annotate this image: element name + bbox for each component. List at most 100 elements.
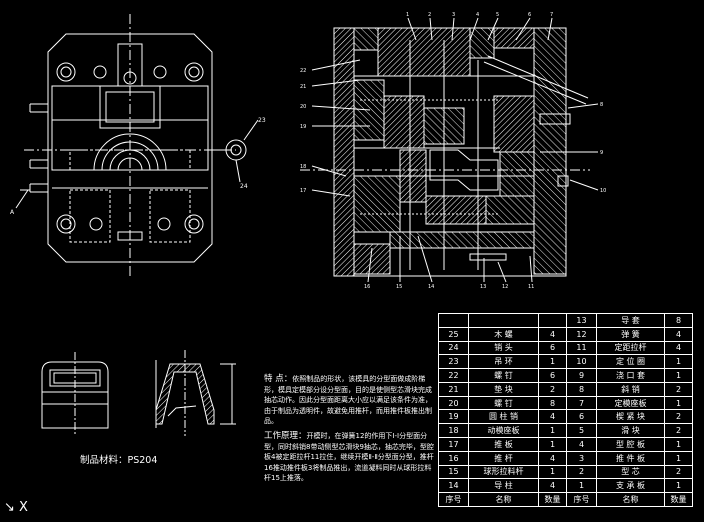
bom-cell-name: 浇 口 套 bbox=[596, 368, 665, 383]
bom-cell-qty: 1 bbox=[538, 354, 567, 370]
bom-cell-qty: 2 bbox=[664, 464, 693, 480]
section-label-2: 2 bbox=[428, 12, 431, 18]
work-principle-text: 开模时，在弹簧12的作用下Ⅰ-Ⅰ分型面分型，同时斜销8带动侧型芯滑块9抽芯，抽芯… bbox=[264, 431, 434, 483]
bom-cell-no: 11 bbox=[566, 340, 597, 356]
top-view-callouts: A bbox=[10, 209, 15, 216]
bom-cell-name: 定距拉杆 bbox=[596, 340, 665, 356]
bom-cell-name: 吊 环 bbox=[468, 354, 539, 370]
bom-cell-no: 16 bbox=[438, 450, 469, 466]
bom-cell-empty bbox=[468, 313, 539, 328]
section-view-labels: 1 2 3 4 5 6 7 8 9 10 22 21 20 19 18 17 1… bbox=[300, 12, 606, 290]
bom-cell-no: 23 bbox=[438, 354, 469, 370]
section-label-19: 19 bbox=[300, 124, 306, 130]
bom-cell-name: 导 柱 bbox=[468, 478, 539, 494]
bom-header-name: 名称 bbox=[468, 492, 539, 507]
callout-a: A bbox=[10, 209, 15, 216]
bom-cell-empty bbox=[538, 313, 567, 328]
bom-header-name: 名称 bbox=[596, 492, 665, 507]
bom-cell-name: 滑 块 bbox=[596, 423, 665, 439]
bom-cell-name: 型 腔 板 bbox=[596, 437, 665, 452]
bom-cell-qty: 8 bbox=[538, 395, 567, 411]
bom-cell-no: 8 bbox=[566, 381, 597, 397]
bom-cell-name: 定模座板 bbox=[596, 395, 665, 411]
bom-cell-no: 9 bbox=[566, 368, 597, 383]
bom-cell-qty: 4 bbox=[538, 409, 567, 425]
design-notes: 特 点：依照制品的形状，该模具的分型面做成阶梯形，模具定模部分设分型面，目的是使… bbox=[264, 374, 436, 484]
bom-cell-qty: 2 bbox=[538, 381, 567, 397]
bom-cell-qty: 2 bbox=[664, 409, 693, 425]
bom-cell-qty: 1 bbox=[664, 354, 693, 370]
bom-cell-name: 楔 紧 块 bbox=[596, 409, 665, 425]
bom-cell-qty: 1 bbox=[538, 437, 567, 452]
section-label-16: 16 bbox=[364, 284, 370, 290]
bom-cell-qty: 2 bbox=[664, 381, 693, 397]
ucs-axis-icon: ↘ X bbox=[4, 500, 28, 515]
section-label-18: 18 bbox=[300, 164, 306, 170]
section-label-8: 8 bbox=[600, 102, 603, 108]
bom-cell-empty bbox=[438, 313, 469, 328]
bom-cell-no: 25 bbox=[438, 326, 469, 342]
bom-cell-qty: 4 bbox=[538, 326, 567, 342]
bom-cell-no: 2 bbox=[566, 464, 597, 480]
bom-header-qty: 数量 bbox=[538, 492, 567, 507]
bom-cell-name: 球形拉料杆 bbox=[468, 464, 539, 480]
section-label-13: 13 bbox=[480, 284, 486, 290]
bom-cell-no: 21 bbox=[438, 381, 469, 397]
bom-cell-no: 7 bbox=[566, 395, 597, 411]
work-principle-title: 工作原理： bbox=[264, 430, 307, 441]
bom-cell-qty: 4 bbox=[538, 450, 567, 466]
section-label-9: 9 bbox=[600, 150, 603, 156]
bom-cell-name: 推 板 bbox=[468, 437, 539, 452]
top-view-label-24: 24 bbox=[240, 183, 248, 190]
bom-cell-no: 13 bbox=[566, 313, 597, 328]
section-label-4: 4 bbox=[476, 12, 479, 18]
bom-cell-name: 弹 簧 bbox=[596, 326, 665, 342]
section-label-6: 6 bbox=[528, 12, 531, 18]
bom-cell-no: 14 bbox=[438, 478, 469, 494]
bom-cell-name: 导 套 bbox=[596, 313, 665, 328]
top-view-labels: 23 24 bbox=[240, 117, 266, 190]
bom-cell-qty: 4 bbox=[664, 340, 693, 356]
top-view-label-23: 23 bbox=[258, 117, 266, 124]
bom-cell-name: 斜 销 bbox=[596, 381, 665, 397]
bom-cell-name: 销 头 bbox=[468, 340, 539, 356]
bom-cell-name: 垫 块 bbox=[468, 381, 539, 397]
bom-row: 序号名称数量序号名称数量 bbox=[438, 492, 693, 507]
bom-cell-qty: 2 bbox=[664, 423, 693, 439]
bom-cell-name: 动模座板 bbox=[468, 423, 539, 439]
feature-title: 特 点： bbox=[264, 374, 293, 384]
bom-cell-no: 5 bbox=[566, 423, 597, 439]
bom-cell-no: 6 bbox=[566, 409, 597, 425]
section-label-20: 20 bbox=[300, 104, 306, 110]
section-label-3: 3 bbox=[452, 12, 455, 18]
bom-header-no: 序号 bbox=[566, 492, 597, 507]
bom-cell-qty: 4 bbox=[664, 326, 693, 342]
bom-cell-qty: 1 bbox=[664, 450, 693, 466]
bom-cell-no: 20 bbox=[438, 395, 469, 411]
section-label-1: 1 bbox=[406, 12, 409, 18]
bom-cell-name: 定 位 圈 bbox=[596, 354, 665, 370]
bom-cell-qty: 1 bbox=[538, 423, 567, 439]
part-section-view bbox=[155, 350, 236, 436]
bom-header-no: 序号 bbox=[438, 492, 469, 507]
bom-cell-name: 推 杆 bbox=[468, 450, 539, 466]
bom-cell-no: 17 bbox=[438, 437, 469, 452]
bom-cell-no: 19 bbox=[438, 409, 469, 425]
bom-cell-qty: 1 bbox=[538, 464, 567, 480]
bom-header-qty: 数量 bbox=[664, 492, 693, 507]
bom-cell-no: 4 bbox=[566, 437, 597, 452]
bom-cell-no: 15 bbox=[438, 464, 469, 480]
bom-cell-qty: 6 bbox=[538, 368, 567, 383]
part-front-view bbox=[41, 352, 109, 436]
